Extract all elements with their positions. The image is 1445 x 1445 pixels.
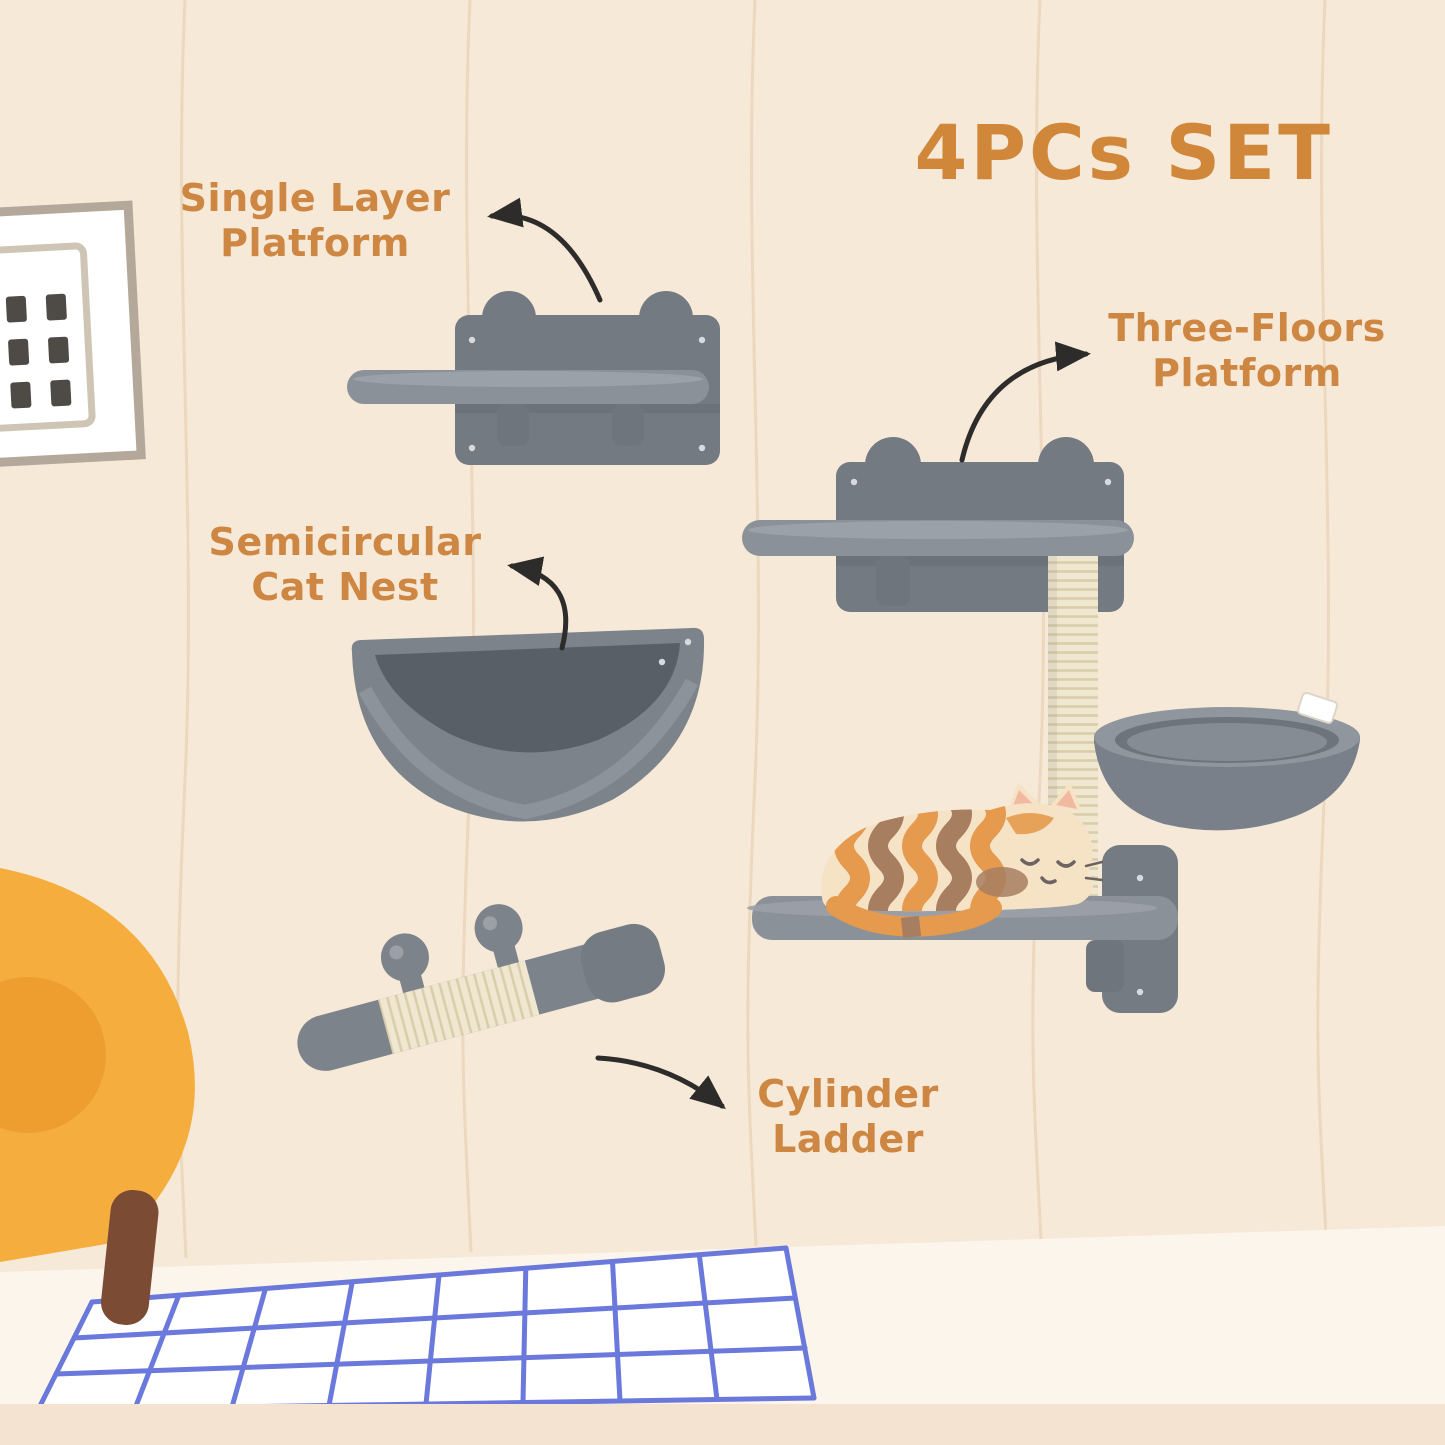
cylinder-ladder-illustration — [297, 904, 666, 1071]
building-windows-doodle — [5, 293, 72, 409]
arrow-semicircular — [507, 556, 569, 651]
sleeping-cat-illustration — [821, 782, 1104, 938]
label-cylinder-ladder: Cylinder Ladder — [757, 1072, 939, 1161]
floor — [0, 1226, 1445, 1445]
semicircular-cat-nest-illustration — [351, 627, 705, 822]
label-single-layer-platform: Single Layer Platform — [179, 176, 451, 265]
bottom-beige-strip — [0, 1404, 1445, 1445]
screws — [468, 336, 706, 452]
fabric-tag — [1297, 691, 1339, 724]
single-layer-platform-illustration — [347, 291, 720, 465]
armchair-illustration — [0, 868, 195, 1325]
sisal-section — [378, 960, 540, 1054]
set-title: 4PCs SET — [914, 108, 1333, 197]
arrow-three-floors — [959, 341, 1091, 463]
arrow-single-layer — [487, 197, 603, 303]
picture-frame-illustration — [0, 200, 146, 470]
screws — [658, 638, 692, 666]
armchair-leg — [100, 1190, 159, 1325]
tiled-rug — [35, 1245, 817, 1413]
arrow-cylinder — [595, 1055, 726, 1110]
label-three-floors-platform: Three-Floors Platform — [1108, 306, 1386, 395]
annotation-arrows — [487, 197, 1091, 1110]
three-floors-platform-illustration — [742, 437, 1360, 1013]
screws — [850, 478, 1144, 996]
round-nest-bowl — [1094, 691, 1360, 831]
label-semicircular-cat-nest: Semicircular Cat Nest — [208, 520, 482, 609]
